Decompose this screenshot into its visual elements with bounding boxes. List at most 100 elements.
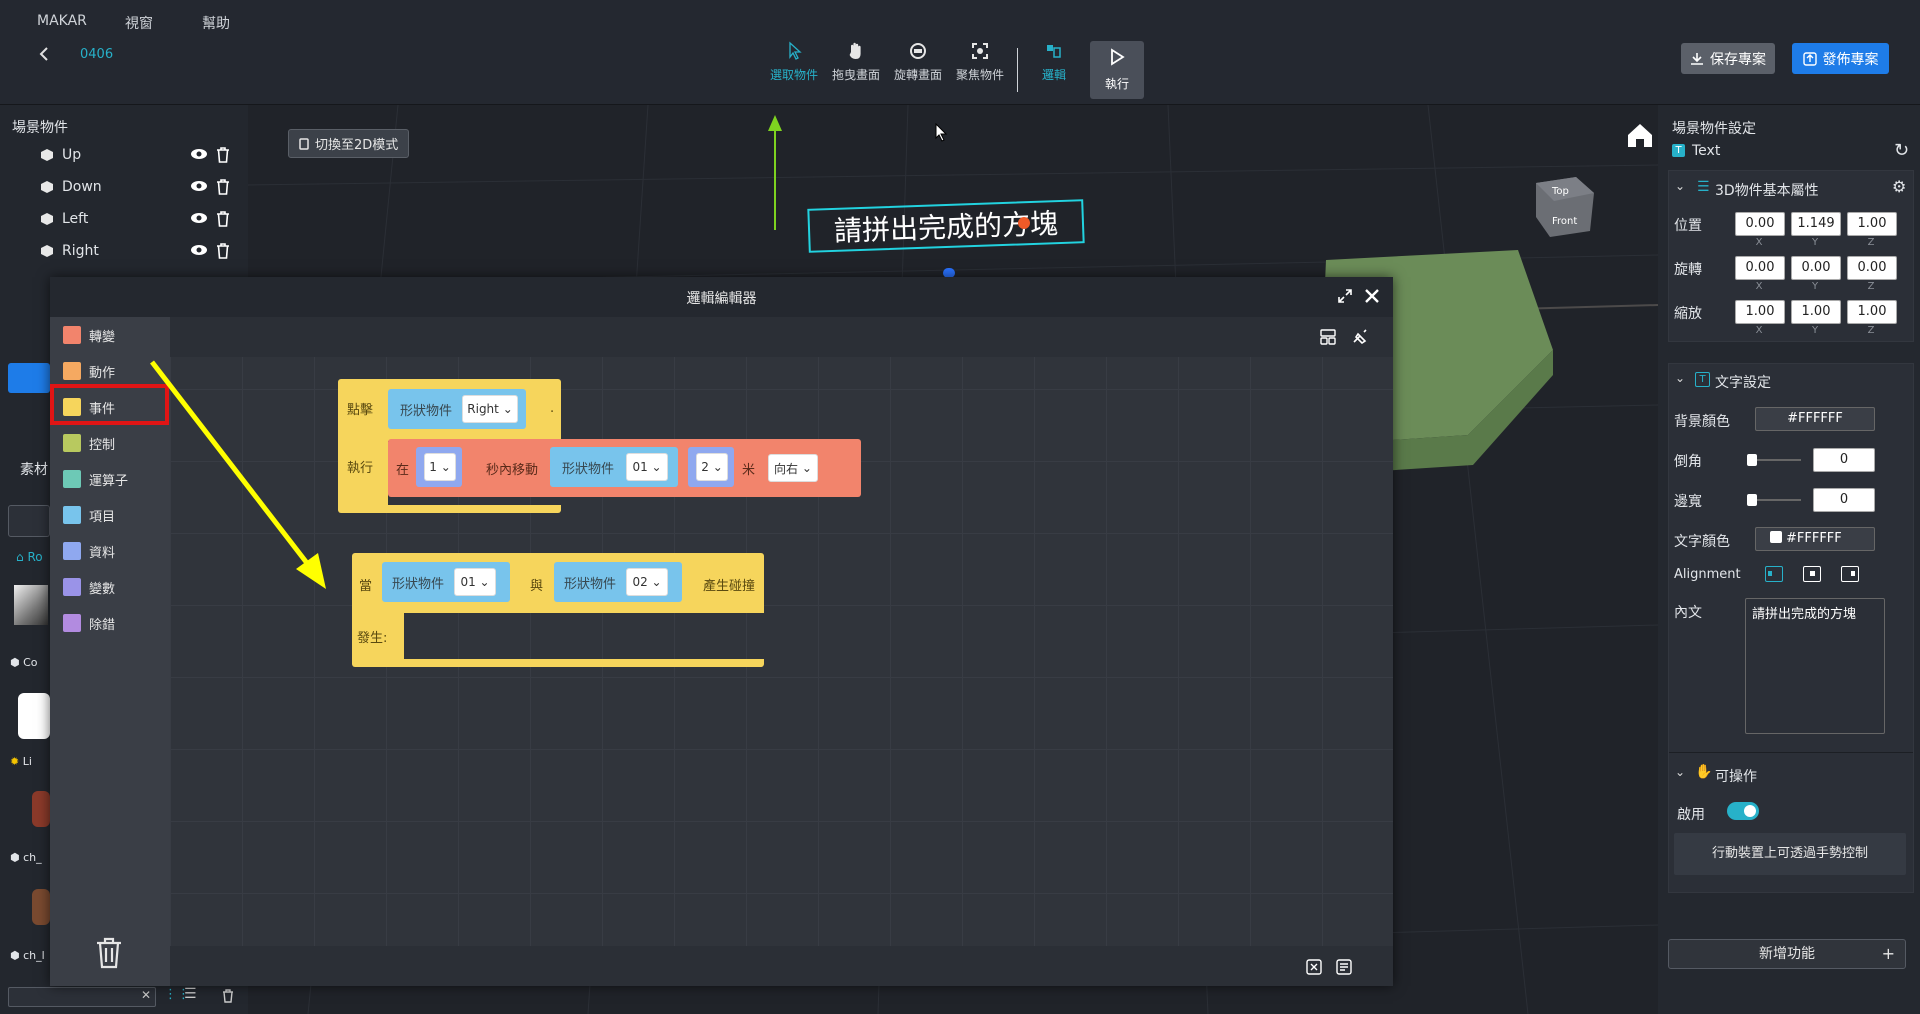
view-cube[interactable]: Top Front [1530,173,1594,237]
clear-workspace-icon[interactable] [1306,959,1322,975]
category-variable[interactable]: 變數 [63,573,115,601]
object-b-pill[interactable]: 形狀物件 02 ⌄ [554,562,682,602]
click-event-block[interactable]: 點擊 形狀物件 Right ⌄ . 執行 [338,379,561,513]
bg-color-picker[interactable]: #FFFFFF [1755,407,1875,431]
menu-makar[interactable]: MAKAR [37,13,87,29]
scale-z-field[interactable]: 1.00 [1847,300,1897,324]
notes-icon[interactable] [1336,959,1352,975]
category-item[interactable]: 項目 [63,501,115,529]
corner-slider[interactable] [1749,459,1801,461]
position-z-field[interactable]: 1.00 [1847,212,1897,236]
text-color-picker[interactable]: #FFFFFF [1755,527,1875,551]
align-right-icon[interactable] [1841,566,1859,582]
scene-object-up[interactable]: Up [40,143,240,167]
collision-event-block[interactable]: 當 形狀物件 01 ⌄ 與 形狀物件 02 ⌄ 產生碰撞 發生: [352,553,764,667]
eye-icon[interactable] [190,147,208,161]
switch-2d-button[interactable]: 切換至2D模式 [288,129,410,158]
x-axis-gizmo[interactable] [1018,217,1030,229]
eye-icon[interactable] [190,243,208,257]
category-debug[interactable]: 除錯 [63,609,115,637]
rotation-z-field[interactable]: 0.00 [1847,256,1897,280]
trash-icon[interactable] [216,179,230,195]
clear-search-icon[interactable]: ✕ [141,988,152,1002]
character-asset-thumbnail[interactable] [32,889,50,925]
scale-x-field[interactable]: 1.00 [1735,300,1785,324]
trash-icon[interactable] [216,147,230,163]
scale-y-field[interactable]: 1.00 [1791,300,1841,324]
trash-can-icon[interactable] [95,937,123,969]
category-transform[interactable]: 轉變 [63,321,115,349]
settings-gear-icon[interactable]: ⚙ [1892,177,1907,196]
rotate-view-tool[interactable]: 旋轉畫面 [886,40,950,83]
scene-object-down[interactable]: Down [40,175,240,199]
menu-window[interactable]: 視窗 [125,16,153,32]
broom-icon[interactable] [1352,328,1368,344]
position-x-field[interactable]: 0.00 [1735,212,1785,236]
light-asset-thumbnail[interactable] [18,693,50,739]
seconds-select[interactable]: 1 ⌄ [424,453,456,481]
layout-icon[interactable] [1320,329,1336,345]
project-name[interactable]: 0406 [80,47,114,62]
pan-view-tool[interactable]: 拖曳畫面 [824,40,888,83]
save-project-button[interactable]: 保存專案 [1681,43,1775,74]
category-control[interactable]: 控制 [63,429,115,457]
align-left-icon[interactable] [1765,566,1783,582]
run-button[interactable]: 執行 [1090,41,1144,99]
corner-slider-handle[interactable] [1747,454,1757,466]
rotation-y-field[interactable]: 0.00 [1791,256,1841,280]
cube-asset-thumbnail[interactable] [14,585,48,625]
category-action[interactable]: 動作 [63,357,115,385]
chevron-down-icon[interactable]: ⌄ [1675,371,1686,385]
home-folder[interactable]: ⌂ Ro [16,550,43,564]
eye-icon[interactable] [190,179,208,193]
shape-object-pill[interactable]: 形狀物件 Right ⌄ [388,389,526,429]
eye-icon[interactable] [190,211,208,225]
bottom-search-input[interactable] [8,987,156,1007]
close-icon[interactable] [1364,288,1380,304]
grid-view-icon[interactable]: ⋮⋮ [164,987,190,1002]
add-feature-button[interactable]: 新增功能 + [1668,939,1906,969]
y-axis-gizmo[interactable] [760,105,790,230]
select-object-tool[interactable]: 選取物件 [762,40,826,83]
distance-pill[interactable]: 2 ⌄ [688,447,734,487]
assets-search[interactable] [8,505,50,537]
border-slider-handle[interactable] [1747,494,1757,506]
category-data[interactable]: 資料 [63,537,115,565]
category-operator[interactable]: 運算子 [63,465,128,493]
seconds-pill[interactable]: 1 ⌄ [416,447,462,487]
rotation-x-field[interactable]: 0.00 [1735,256,1785,280]
logic-workspace[interactable]: 點擊 形狀物件 Right ⌄ . 執行 在 1 ⌄ 秒內移動 形狀物件 01 … [150,317,1393,986]
object-b-select[interactable]: 02 ⌄ [626,568,669,596]
trash-icon[interactable] [216,243,230,259]
trash-icon[interactable] [222,989,234,1003]
list-view-icon[interactable]: ☰ [184,986,197,1002]
direction-select[interactable]: 向右 ⌄ [768,454,818,482]
scene-object-right[interactable]: Right [40,239,240,263]
logic-tool[interactable]: 邏輯 [1022,40,1086,83]
object-a-select[interactable]: 01 ⌄ [454,568,497,596]
character-asset-thumbnail[interactable] [32,791,50,827]
expand-icon[interactable] [1337,288,1353,304]
trash-icon[interactable] [216,211,230,227]
target-object-select[interactable]: 01 ⌄ [626,453,669,481]
chevron-down-icon[interactable]: ⌄ [1675,765,1686,779]
distance-select[interactable]: 2 ⌄ [696,453,728,481]
align-center-icon[interactable] [1803,566,1821,582]
border-value-field[interactable]: 0 [1813,488,1875,512]
corner-value-field[interactable]: 0 [1813,448,1875,472]
refresh-icon[interactable]: ↻ [1894,140,1910,161]
object-a-pill[interactable]: 形狀物件 01 ⌄ [382,562,510,602]
home-view-icon[interactable] [1626,121,1654,149]
z-axis-gizmo[interactable] [943,268,955,278]
shape-object-select[interactable]: Right ⌄ [462,395,519,423]
category-event[interactable]: 事件 [63,393,115,421]
back-arrow-icon[interactable] [38,46,50,62]
enable-toggle[interactable] [1727,802,1759,820]
content-textarea[interactable]: 請拼出完成的方塊 [1745,598,1885,734]
menu-help[interactable]: 幫助 [202,16,230,32]
chevron-down-icon[interactable]: ⌄ [1675,179,1686,193]
publish-project-button[interactable]: 發佈專案 [1792,43,1889,74]
target-object-pill[interactable]: 形狀物件 01 ⌄ [550,447,678,487]
focus-object-tool[interactable]: 聚焦物件 [948,40,1012,83]
border-slider[interactable] [1749,499,1801,501]
